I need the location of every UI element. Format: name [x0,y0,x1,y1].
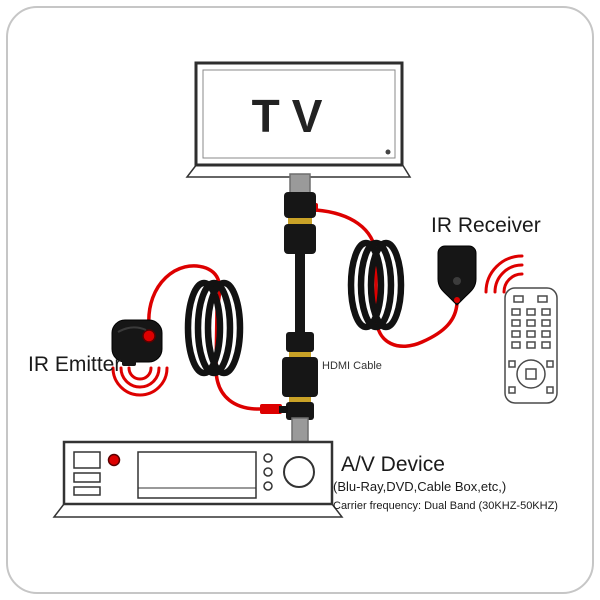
remote-top-button-1 [513,295,524,303]
av-device-base [52,503,344,518]
hdmi-adapter-bottom-b [282,357,318,397]
tv-power-led [385,149,391,155]
av-device-button-2 [263,467,273,477]
ir-receiver-eye [453,277,461,285]
remote-body [504,287,558,404]
ir-signal-arcs-receiver [484,254,524,294]
remote-corner-button-2 [546,360,554,368]
ir-receiver-cable-joint [454,297,460,303]
hdmi-gold-band-2 [289,352,311,357]
ir-receiver-label: IR Receiver [431,214,541,237]
ir-emitter-led [142,329,156,343]
av-device [52,440,344,518]
receiver-cable [314,208,459,348]
av-device-sub-label: (Blu-Ray,DVD,Cable Box,etc,) [333,479,506,494]
ir-jack-bottom [260,404,282,414]
ir-signal-arcs-emitter [111,366,169,397]
remote-corner-button-3 [508,386,516,394]
cable-coil-right [347,239,405,331]
tv-label: TV [252,90,335,142]
ir-emitter-highlight [117,326,147,333]
remote-control [504,287,558,404]
av-device-slot-1 [73,451,101,469]
remote-top-button-2 [537,295,548,303]
hdmi-cable-assembly [260,173,318,445]
ir-emitter-foot [122,358,136,366]
hdmi-adapter-bottom-a [286,332,314,352]
av-device-slot-2 [73,472,101,483]
cable-coil-left [184,279,244,377]
hdmi-cable-label: HDMI Cable [322,360,382,372]
remote-dpad [516,359,546,389]
hdmi-adapter-top-a [284,192,316,218]
av-device-slot-3 [73,486,101,496]
av-device-label: A/V Device [341,453,445,476]
hdmi-adapter-bottom-c [286,402,314,420]
tv: TV [185,61,412,178]
hdmi-plug-top [289,173,311,195]
hdmi-gold-band-1 [288,218,312,224]
carrier-frequency-label: Carrier frequency: Dual Band (30KHZ-50KH… [333,500,558,512]
hdmi-gold-band-3 [289,397,311,402]
remote-dpad-center [525,368,537,380]
ir-receiver-device [437,245,477,306]
ir-jack-bottom-tip [279,406,288,413]
av-device-led [107,453,121,467]
page-border [6,6,594,594]
hdmi-adapter-top-b [284,224,316,254]
av-device-button-1 [263,453,273,463]
av-device-knob [283,456,315,488]
remote-corner-button-4 [546,386,554,394]
ir-receiver-body [437,245,477,306]
av-device-display [137,451,257,499]
remote-corner-button-1 [508,360,516,368]
hdmi-cable-run [295,252,305,336]
ir-emitter-label: IR Emitter [28,353,121,376]
remote-button-grid [511,308,551,349]
av-device-button-3 [263,481,273,491]
tv-screen [202,69,396,159]
ir-emitter-device [111,319,163,366]
hdmi-plug-bottom [291,417,309,445]
